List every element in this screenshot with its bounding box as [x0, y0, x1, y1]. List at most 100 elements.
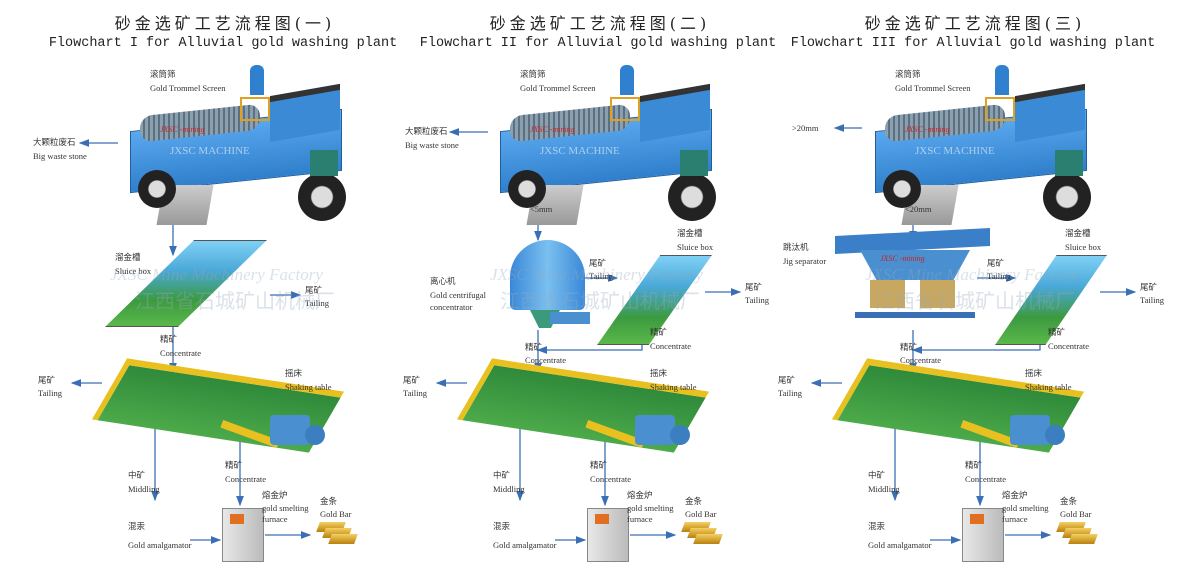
gold-bar-label-cn: 金条	[685, 496, 703, 506]
table-tailing-label-cn: 尾矿	[778, 375, 796, 385]
gold-bar-label-cn: 金条	[320, 496, 338, 506]
primary-tailing-label-cn: 尾矿	[589, 258, 607, 268]
trommel-label-cn: 滚筒筛	[150, 69, 176, 79]
watermark-text: JXSC MACHINE	[540, 145, 620, 157]
sluice-tailing-label-cn: 尾矿	[745, 282, 763, 292]
gold-bar-ingot	[693, 534, 723, 544]
motor	[1045, 425, 1065, 445]
drive-head	[270, 415, 310, 445]
panel-title-cn: 砂金选矿工艺流程图(一)	[114, 14, 336, 33]
primary-tailing-label-cn: 尾矿	[987, 258, 1005, 268]
sluice-label-en: Sluice box	[115, 266, 152, 276]
wheel	[668, 173, 716, 221]
sluice-tailing-label-en: Tailing	[1140, 295, 1164, 305]
furnace-label-cn: 熔金炉	[1002, 490, 1028, 500]
concentrate-label-en: Concentrate	[160, 348, 202, 358]
table-concentrate-label-cn: 精矿	[590, 460, 608, 470]
brand-text: JXSC -mining	[905, 125, 950, 134]
table-tailing-label-cn: 尾矿	[38, 375, 56, 385]
shaking-table-label-en: Shaking table	[285, 382, 332, 392]
shaking-table-label-cn: 摇床	[650, 368, 668, 378]
table-tailing-label-cn: 尾矿	[403, 375, 421, 385]
furnace-label-en: gold smelting	[1002, 503, 1049, 513]
furnace-label-en: gold smelting	[627, 503, 674, 513]
watermark-factory: JXSC Mine Machinery Factory	[110, 265, 323, 284]
furnace-label-cn: 熔金炉	[262, 490, 288, 500]
middling-label-en: Middling	[493, 484, 525, 494]
gold-bar-label-cn: 金条	[1060, 496, 1078, 506]
centrifuge-label-en2: concentrator	[430, 302, 473, 312]
furnace-panel	[970, 514, 984, 524]
sluice-concentrate-label-cn: 精矿	[650, 327, 668, 337]
middling-label-cn: 中矿	[128, 470, 146, 480]
table-concentrate-label-cn: 精矿	[225, 460, 243, 470]
brand-text: JXSC -mining	[160, 125, 205, 134]
drive-head	[1010, 415, 1050, 445]
panel-title-en: Flowchart III for Alluvial gold washing …	[790, 36, 1156, 51]
gold-bar-label-en: Gold Bar	[320, 509, 352, 519]
brand-text: JXSC -mining	[880, 254, 925, 263]
undersize-label: <20mm	[905, 204, 932, 214]
oversize-label-en: Big waste stone	[33, 151, 87, 161]
amalgamator-label-en: Gold amalgamator	[128, 540, 192, 550]
operator	[995, 65, 1009, 95]
shaking-table-label-cn: 摇床	[1025, 368, 1043, 378]
middling-label-en: Middling	[868, 484, 900, 494]
furnace-label-en2: furnace	[627, 514, 653, 524]
panel-title-cn: 砂金选矿工艺流程图(二)	[489, 14, 711, 33]
oversize-label-en: Big waste stone	[405, 140, 459, 150]
watermark-factory-cn: 江西省石城矿山机械厂	[875, 291, 1075, 313]
oversize-label: >20mm	[792, 123, 819, 133]
sluice-concentrate-label-en: Concentrate	[1048, 341, 1090, 351]
drive-head	[635, 415, 675, 445]
trommel-label-en: Gold Trommel Screen	[895, 83, 971, 93]
watermark-text: JXSC MACHINE	[170, 145, 250, 157]
sluice-label-cn: 溜金槽	[115, 252, 141, 262]
sluice-tailing-label-cn: 尾矿	[1140, 282, 1158, 292]
centrifugal-concentrator	[510, 240, 585, 310]
wheel	[883, 170, 921, 208]
watermark-text: JXSC MACHINE	[915, 145, 995, 157]
jig-diaphragm	[920, 280, 955, 308]
table-tailing-label-en: Tailing	[778, 388, 802, 398]
jig-diaphragm	[870, 280, 905, 308]
gold-bar-ingot	[1068, 534, 1098, 544]
table-concentrate-label-cn: 精矿	[965, 460, 983, 470]
amalgamator-label-en: Gold amalgamator	[868, 540, 932, 550]
gold-bar-label-en: Gold Bar	[685, 509, 717, 519]
sluice-concentrate-label-cn: 精矿	[1048, 327, 1066, 337]
tailing-label-en: Tailing	[305, 298, 329, 308]
table-tailing-label-en: Tailing	[403, 388, 427, 398]
watermark-factory-cn: 江西省石城矿山机械厂	[135, 291, 335, 313]
primary-tailing-label-en: Tailing	[987, 271, 1011, 281]
brand-text: JXSC -mining	[530, 125, 575, 134]
concentrate-label-en: Concentrate	[900, 355, 942, 365]
shaking-table-label-cn: 摇床	[285, 368, 303, 378]
trommel-label-en: Gold Trommel Screen	[520, 83, 596, 93]
trommel-label-cn: 滚筒筛	[520, 69, 546, 79]
panel-title-en: Flowchart I for Alluvial gold washing pl…	[48, 36, 398, 51]
centrifuge-label-en: Gold centrifugal	[430, 290, 486, 300]
panel-title-cn: 砂金选矿工艺流程图(三)	[864, 14, 1086, 33]
concentrate-label-en: Concentrate	[525, 355, 567, 365]
operator	[250, 65, 264, 95]
watermark-factory: JXSC Mine Machinery Factory	[490, 265, 703, 284]
sluice-label-en: Sluice box	[1065, 242, 1102, 252]
wheel	[298, 173, 346, 221]
table-concentrate-label-en: Concentrate	[965, 474, 1007, 484]
watermark-factory: JXSC Mine Machinery Factory	[865, 265, 1078, 284]
jig-base	[855, 312, 975, 318]
table-concentrate-label-en: Concentrate	[225, 474, 267, 484]
sluice-label-cn: 溜金槽	[1065, 228, 1091, 238]
amalgamator-label-cn: 混汞	[868, 521, 886, 531]
sluice-tailing-label-en: Tailing	[745, 295, 769, 305]
panel-title-en: Flowchart II for Alluvial gold washing p…	[419, 36, 777, 51]
amalgamator-label-cn: 混汞	[128, 521, 146, 531]
sluice-label-cn: 溜金槽	[677, 228, 703, 238]
shaking-table-label-en: Shaking table	[650, 382, 697, 392]
platform-railing	[985, 97, 1015, 121]
concentrate-label-cn: 精矿	[525, 342, 543, 352]
motor	[1055, 150, 1083, 176]
oversize-label-cn: 大颗粒废石	[33, 137, 76, 147]
amalgamator-label-en: Gold amalgamator	[493, 540, 557, 550]
